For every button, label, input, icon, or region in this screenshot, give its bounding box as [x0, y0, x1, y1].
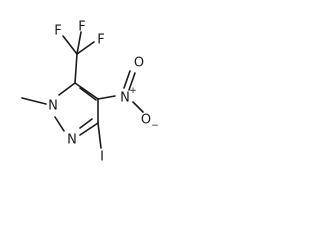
bond-n2-n1: [54, 116, 65, 132]
bond-c5-c4: [74, 82, 99, 100]
bond-c5-cf3: [74, 53, 78, 84]
bond-cf3-f-top-right: [76, 31, 82, 55]
atom-o-top: O: [134, 56, 144, 71]
atom-n-ring-1: N: [48, 99, 58, 114]
bond-c3-n2-double: [79, 118, 93, 129]
bond-n-nitro-o-top-double: [128, 72, 136, 91]
atom-o-right: O: [141, 113, 151, 128]
atom-n-nitro: N: [120, 91, 130, 106]
bond-cf3-f-top-left: [62, 35, 78, 55]
atom-iodine: I: [100, 150, 104, 165]
bond-c3-iodine: [97, 122, 102, 149]
bond-c5-c4-double: [79, 87, 97, 101]
atom-f-right: F: [97, 33, 104, 48]
bond-n1-c5: [58, 82, 76, 96]
bond-c3-n2: [79, 122, 99, 136]
molecule-structure-diagram: F F F N + O O − N N I: [21, 20, 159, 165]
charge-n-nitro: +: [129, 86, 137, 96]
atom-f-top-right: F: [78, 20, 85, 35]
bond-c4-n-nitro: [97, 95, 116, 100]
bond-n-nitro-o-right: [132, 101, 144, 113]
bond-n1-methyl: [21, 97, 47, 105]
atom-f-top-left: F: [54, 24, 61, 39]
bond-cf3-f-right: [76, 41, 95, 55]
charge-o-right: −: [151, 121, 159, 131]
bond-n-nitro-o-top: [123, 70, 131, 89]
atom-n-ring-2: N: [67, 133, 77, 148]
